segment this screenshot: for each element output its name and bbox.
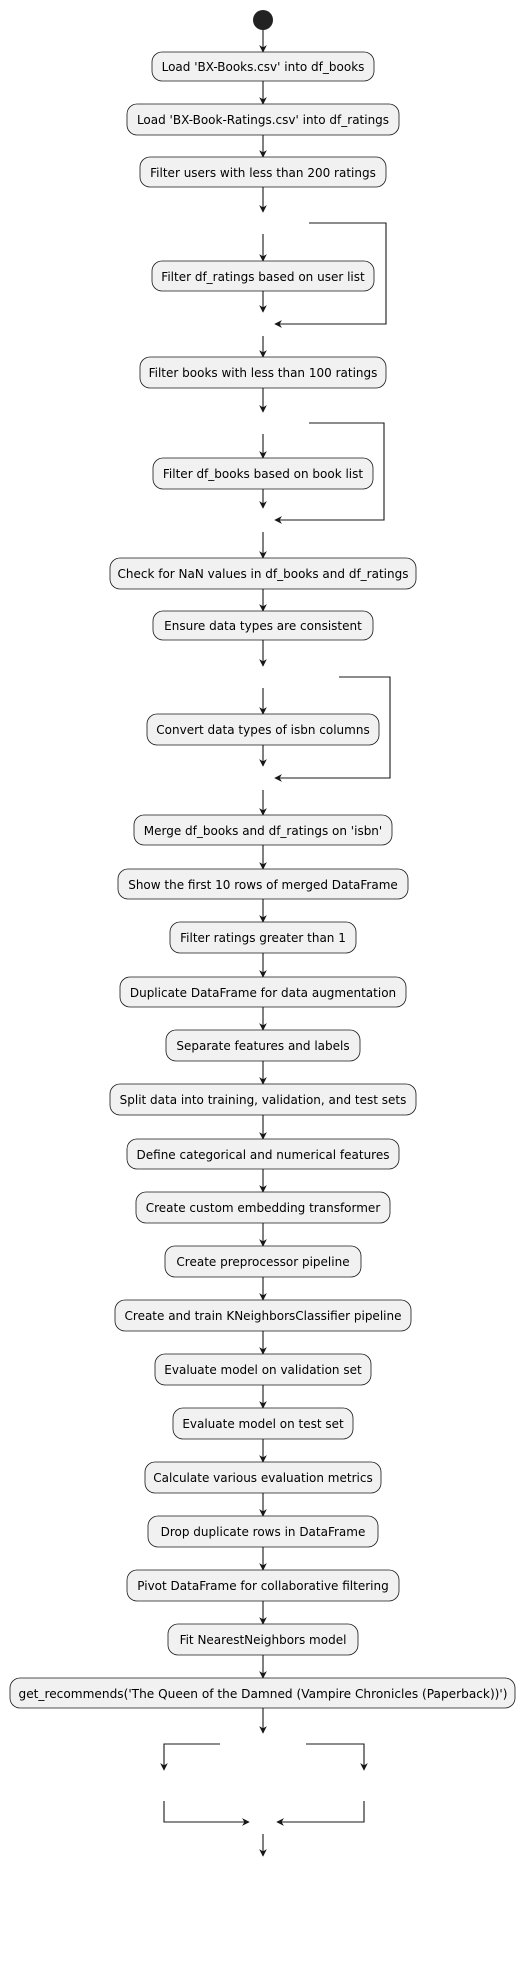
svg-text:Merge df_books and df_ratings: Merge df_books and df_ratings on 'isbn' <box>144 824 382 838</box>
activity-get-recommends-queen: get_recommends('The Queen of the Damned … <box>9 1677 516 1709</box>
activity-calculate-metrics: Calculate various evaluation metrics <box>144 1461 382 1494</box>
start-node <box>253 10 273 30</box>
svg-text:Evaluate model on test set: Evaluate model on test set <box>182 1417 344 1431</box>
activity-filter-users: Filter users with less than 200 ratings <box>139 156 387 188</box>
activity-load-ratings: Load 'BX-Book-Ratings.csv' into df_ratin… <box>126 103 400 136</box>
svg-text:Ensure data types are consiste: Ensure data types are consistent <box>164 619 362 633</box>
svg-text:Check for NaN values in df_boo: Check for NaN values in df_books and df_… <box>118 567 409 581</box>
svg-text:Filter df_ratings based on use: Filter df_ratings based on user list <box>161 270 365 284</box>
activity-ensure-data-types: Ensure data types are consistent <box>152 610 374 641</box>
svg-text:Create preprocessor pipeline: Create preprocessor pipeline <box>176 1255 349 1269</box>
activity-split-data: Split data into training, validation, an… <box>109 1083 417 1116</box>
activity-filter-ratings-by-user-list: Filter df_ratings based on user list <box>151 260 375 292</box>
activity-convert-isbn-types: Convert data types of isbn columns <box>146 713 380 746</box>
activity-filter-ratings-gt-1: Filter ratings greater than 1 <box>169 921 357 954</box>
svg-text:Create custom embedding transf: Create custom embedding transformer <box>146 1201 381 1215</box>
svg-text:Show the first 10 rows of merg: Show the first 10 rows of merged DataFra… <box>128 878 398 892</box>
activity-preprocessor-pipeline: Create preprocessor pipeline <box>164 1245 362 1278</box>
svg-text:Calculate various evaluation m: Calculate various evaluation metrics <box>153 1471 372 1485</box>
activity-pivot-dataframe: Pivot DataFrame for collaborative filter… <box>126 1569 400 1602</box>
activity-check-nan: Check for NaN values in df_books and df_… <box>109 557 417 590</box>
activity-custom-embedding: Create custom embedding transformer <box>135 1191 391 1224</box>
svg-text:Split data into training, vali: Split data into training, validation, an… <box>120 1093 407 1107</box>
edges <box>160 30 391 1857</box>
svg-text:Separate features and labels: Separate features and labels <box>176 1039 349 1053</box>
svg-text:Drop duplicate rows in DataFra: Drop duplicate rows in DataFrame <box>161 1525 366 1539</box>
activity-duplicate-dataframe: Duplicate DataFrame for data augmentatio… <box>119 976 407 1008</box>
activity-filter-books-by-book-list: Filter df_books based on book list <box>152 457 374 490</box>
svg-text:get_recommends('The Queen of t: get_recommends('The Queen of the Damned … <box>19 1687 508 1701</box>
svg-text:Fit NearestNeighbors model: Fit NearestNeighbors model <box>180 1633 347 1647</box>
svg-text:Duplicate DataFrame for data a: Duplicate DataFrame for data augmentatio… <box>130 986 396 1000</box>
svg-text:Load 'BX-Book-Ratings.csv' int: Load 'BX-Book-Ratings.csv' into df_ratin… <box>137 113 389 127</box>
activity-evaluate-test: Evaluate model on test set <box>172 1407 354 1440</box>
activity-separate-features: Separate features and labels <box>165 1029 361 1062</box>
svg-text:Evaluate model on validation s: Evaluate model on validation set <box>164 1363 362 1377</box>
svg-text:Filter books with less than 10: Filter books with less than 100 ratings <box>149 366 378 380</box>
activity-train-kneighbors: Create and train KNeighborsClassifier pi… <box>114 1299 412 1332</box>
activity-drop-duplicates: Drop duplicate rows in DataFrame <box>147 1515 379 1548</box>
svg-text:Pivot DataFrame for collaborat: Pivot DataFrame for collaborative filter… <box>137 1579 388 1593</box>
svg-text:Filter users with less than 20: Filter users with less than 200 ratings <box>150 166 376 180</box>
activity-load-books: Load 'BX-Books.csv' into df_books <box>151 51 375 82</box>
activity-define-features: Define categorical and numerical feature… <box>126 1138 400 1170</box>
activity-show-first-rows: Show the first 10 rows of merged DataFra… <box>117 868 409 900</box>
activity-evaluate-validation: Evaluate model on validation set <box>154 1353 372 1386</box>
svg-text:Convert data types of isbn col: Convert data types of isbn columns <box>156 723 369 737</box>
svg-text:Create and train KNeighborsCla: Create and train KNeighborsClassifier pi… <box>125 1309 402 1323</box>
svg-text:Load 'BX-Books.csv' into df_bo: Load 'BX-Books.csv' into df_books <box>162 60 365 74</box>
svg-text:Define categorical and numeric: Define categorical and numerical feature… <box>137 1148 390 1162</box>
svg-text:Filter df_books based on book: Filter df_books based on book list <box>163 467 363 481</box>
activity-filter-books: Filter books with less than 100 ratings <box>139 356 387 389</box>
activity-merge-on-isbn: Merge df_books and df_ratings on 'isbn' <box>133 814 393 846</box>
activity-fit-nearestneighbors: Fit NearestNeighbors model <box>167 1623 359 1656</box>
svg-text:Filter ratings greater than 1: Filter ratings greater than 1 <box>180 931 346 945</box>
